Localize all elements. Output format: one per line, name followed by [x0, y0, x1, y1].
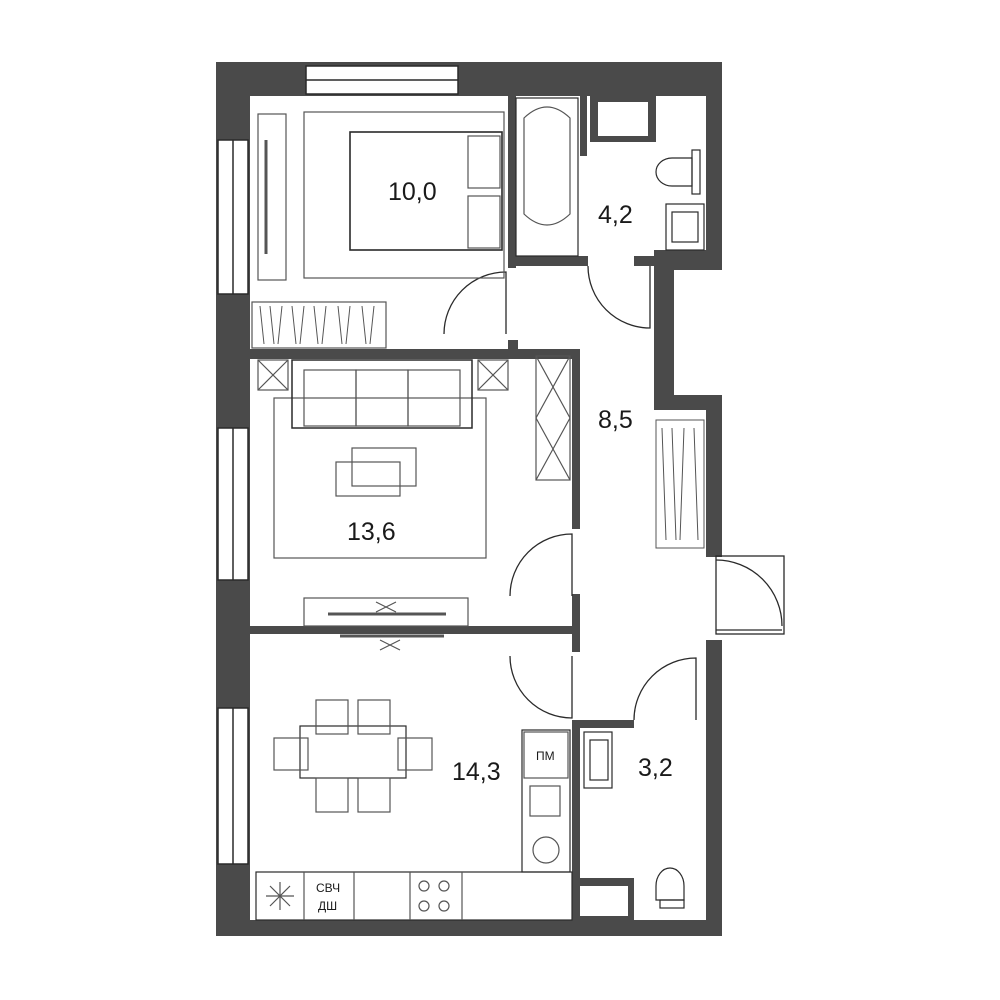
- rug-bedroom: [303, 111, 505, 279]
- wall-bath-left: [508, 96, 516, 268]
- wall-living-right-lower: [572, 594, 580, 630]
- wall-niche-side: [654, 250, 674, 410]
- toilet-room-fixtures: [583, 731, 685, 909]
- living-furniture: [257, 355, 571, 651]
- cooktop-burner: [418, 900, 430, 912]
- dining-table: [299, 725, 407, 779]
- wall-living-top: [508, 349, 580, 359]
- wall-right-lower: [706, 640, 722, 936]
- pillow: [467, 135, 501, 189]
- pillow: [467, 195, 501, 249]
- wall-niche-bottom: [654, 395, 722, 410]
- sink-bath: [665, 203, 705, 251]
- chair: [357, 699, 391, 735]
- coffee-table: [351, 447, 417, 487]
- wall-bedroom-bottom: [250, 349, 512, 359]
- sink-kitchen: [529, 785, 561, 817]
- hallway-wardrobe: [655, 419, 705, 549]
- chair: [315, 699, 349, 735]
- wardrobe-bedroom: [251, 301, 387, 349]
- wall-bath-bottom: [508, 256, 588, 266]
- door-entrance: [715, 559, 783, 627]
- side-table: [477, 359, 509, 391]
- label-dishwasher: ПМ: [536, 749, 555, 763]
- rug-living: [273, 397, 487, 559]
- kitchen-counter-bottom: [255, 871, 573, 921]
- chair: [315, 777, 349, 813]
- wall-right-upper: [706, 62, 722, 257]
- fridge-icon: [266, 882, 294, 910]
- sofa: [291, 359, 473, 429]
- wall-bath-bottom-right: [634, 256, 670, 266]
- cooktop-burner: [418, 880, 430, 892]
- door-toilet: [633, 657, 697, 721]
- sink-toilet: [583, 731, 613, 789]
- wall-bottom: [216, 920, 720, 936]
- kitchen-furniture: [255, 699, 573, 921]
- shaft-bath-inner: [598, 102, 648, 136]
- tv-stand-living: [303, 597, 469, 627]
- room-area-bedroom: 10,0: [388, 178, 437, 206]
- cooktop-burner: [438, 880, 450, 892]
- dishwasher: [523, 731, 569, 779]
- room-area-kitchen: 14,3: [452, 758, 501, 786]
- entrance-frame: [715, 555, 785, 635]
- wall-right-mid: [706, 395, 722, 557]
- shelving: [535, 355, 571, 481]
- door-bedroom: [443, 271, 507, 335]
- door-bathroom: [587, 265, 651, 329]
- shaft-toilet-inner: [580, 886, 628, 916]
- bathtub: [515, 97, 579, 257]
- room-area-toilet: 3,2: [638, 754, 673, 782]
- bed: [349, 131, 503, 251]
- side-table: [257, 359, 289, 391]
- room-area-living: 13,6: [347, 518, 396, 546]
- wall-kitchen-right: [572, 634, 580, 652]
- doors: [443, 265, 785, 721]
- windows: [217, 65, 459, 865]
- wall-living-kitchen: [250, 626, 580, 634]
- bathroom-fixtures: [655, 149, 705, 251]
- label-microwave: СВЧ: [316, 881, 340, 895]
- toilet-bowl: [655, 867, 685, 901]
- room-area-hallway: 8,5: [598, 406, 633, 434]
- chair: [397, 737, 433, 771]
- chair: [273, 737, 309, 771]
- door-living: [509, 533, 573, 597]
- cooktop-burner: [438, 900, 450, 912]
- door-kitchen: [509, 655, 573, 719]
- wall-living-right: [572, 349, 580, 529]
- label-oven: ДШ: [318, 899, 337, 913]
- bathtub-inner: [523, 106, 571, 226]
- room-area-bathroom: 4,2: [598, 201, 633, 229]
- walls: [216, 62, 722, 936]
- toilet-bath: [655, 157, 693, 187]
- tv-stand-bedroom: [257, 113, 287, 281]
- wall-toilet-top: [572, 720, 634, 728]
- chair: [357, 777, 391, 813]
- wall-bath-inner: [580, 96, 587, 156]
- wall-top: [216, 62, 720, 96]
- washing-machine: [532, 836, 560, 864]
- bedroom-furniture: [251, 97, 579, 349]
- wall-kitchen-right-lower: [572, 720, 580, 920]
